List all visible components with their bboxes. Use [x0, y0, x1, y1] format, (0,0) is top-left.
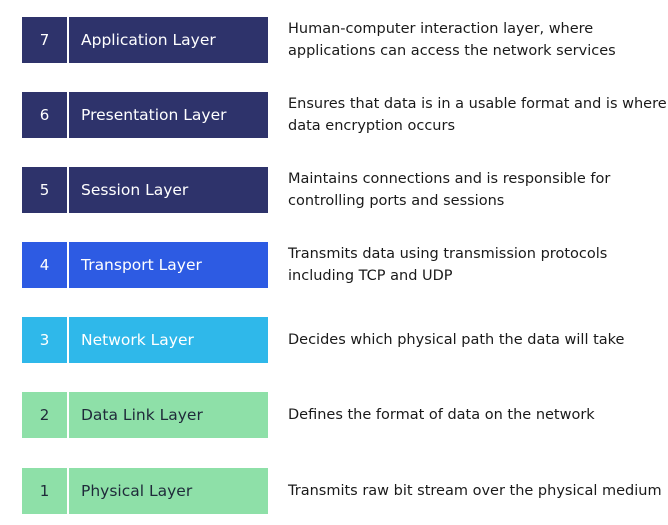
- layer-block-1: 1 Physical Layer: [22, 468, 268, 514]
- layer-divider: [67, 92, 69, 138]
- layer-row-7: 7 Application Layer Human-computer inter…: [22, 17, 662, 63]
- layer-description-text-4: Transmits data using transmission protoc…: [288, 246, 608, 284]
- layer-row-6: 6 Presentation Layer Ensures that data i…: [22, 92, 667, 138]
- layer-name-3: Network Layer: [81, 331, 194, 349]
- layer-divider: [67, 242, 69, 288]
- layer-name-4: Transport Layer: [81, 256, 202, 274]
- layer-row-4: 4 Transport Layer Transmits data using t…: [22, 242, 662, 288]
- layer-description-3: Decides which physical path the data wil…: [288, 317, 668, 363]
- layer-description-1: Transmits raw bit stream over the physic…: [288, 468, 668, 514]
- layer-block-7: 7 Application Layer: [22, 17, 268, 63]
- layer-description-text-7: Human-computer interaction layer, where …: [288, 21, 616, 59]
- layer-divider: [67, 392, 69, 438]
- layer-description-7: Human-computer interaction layer, where …: [288, 17, 668, 63]
- layer-block-4: 4 Transport Layer: [22, 242, 268, 288]
- layer-block-2: 2 Data Link Layer: [22, 392, 268, 438]
- layer-description-6: Ensures that data is in a usable format …: [288, 92, 668, 138]
- layer-description-4: Transmits data using transmission protoc…: [288, 242, 668, 288]
- layer-row-5: 5 Session Layer Maintains connections an…: [22, 167, 662, 213]
- layer-name-1: Physical Layer: [81, 482, 193, 500]
- layer-description-text-1: Transmits raw bit stream over the physic…: [288, 483, 662, 499]
- layer-divider: [67, 468, 69, 514]
- layer-description-5: Maintains connections and is responsible…: [288, 167, 668, 213]
- layer-row-1: 1 Physical Layer Transmits raw bit strea…: [22, 468, 662, 514]
- layer-number-3: 3: [39, 331, 50, 349]
- layer-divider: [67, 17, 69, 63]
- layer-number-5: 5: [39, 181, 50, 199]
- layer-number-6: 6: [39, 106, 50, 124]
- layer-description-text-6: Ensures that data is in a usable format …: [288, 96, 667, 134]
- layer-row-2: 2 Data Link Layer Defines the format of …: [22, 392, 662, 438]
- layer-number-2: 2: [39, 406, 50, 424]
- layer-block-5: 5 Session Layer: [22, 167, 268, 213]
- layer-name-2: Data Link Layer: [81, 406, 203, 424]
- layer-number-1: 1: [39, 482, 50, 500]
- layer-block-3: 3 Network Layer: [22, 317, 268, 363]
- layer-block-6: 6 Presentation Layer: [22, 92, 268, 138]
- layer-number-4: 4: [39, 256, 50, 274]
- layer-description-text-3: Decides which physical path the data wil…: [288, 332, 625, 348]
- layer-name-5: Session Layer: [81, 181, 189, 199]
- layer-name-6: Presentation Layer: [81, 106, 227, 124]
- layer-number-7: 7: [39, 31, 50, 49]
- layer-description-2: Defines the format of data on the networ…: [288, 392, 668, 438]
- layer-divider: [67, 167, 69, 213]
- layer-description-text-5: Maintains connections and is responsible…: [288, 171, 611, 209]
- layer-row-3: 3 Network Layer Decides which physical p…: [22, 317, 662, 363]
- layer-divider: [67, 317, 69, 363]
- layer-name-7: Application Layer: [81, 31, 216, 49]
- layer-description-text-2: Defines the format of data on the networ…: [288, 407, 595, 423]
